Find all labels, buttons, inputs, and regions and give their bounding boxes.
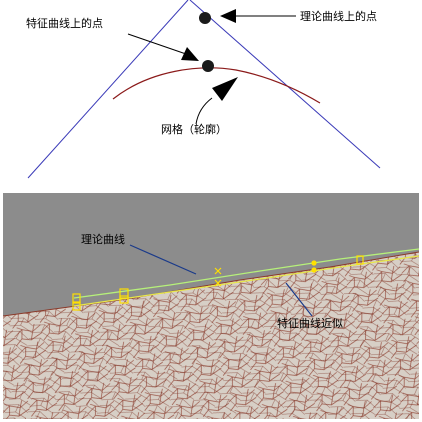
label-feature-point: 特征曲线上的点 [26,16,103,30]
marker-cross [214,267,222,275]
label-theory-curve: 理论曲线 [81,232,125,246]
marker-square [72,293,81,304]
label-theory-point: 理论曲线上的点 [300,9,377,23]
tangent-line-left [27,0,189,179]
marker-cross [214,279,222,287]
feature-point [202,60,214,72]
arrow-feature-point [127,33,199,61]
feature-curve-line [73,255,419,307]
marker-square [119,295,129,304]
theory-curve-line [73,248,419,299]
mesh-wireframe-secondary [3,252,419,419]
tangent-line-right [189,0,381,169]
curve-markers [72,255,364,311]
marker-square [356,255,364,265]
top-illustration: 理论曲线上的点 特征曲线上的点 网格（轮廓） [26,0,381,179]
viewport-render: 理论曲线 特征曲线近似 [3,193,419,419]
arrow-mesh-outline [195,77,238,125]
marker-square [72,301,81,311]
mesh-outline-curve [112,67,321,104]
marker-dot [311,267,317,273]
label-feature-approx: 特征曲线近似 [277,316,343,330]
marker-dot [311,260,317,266]
leader-theory-curve [129,244,197,275]
label-mesh-outline: 网格（轮廓） [161,122,227,136]
theory-point [199,12,211,24]
marker-square [119,288,129,299]
arrow-theory-point [220,9,296,23]
leader-feature-approx [285,282,313,317]
